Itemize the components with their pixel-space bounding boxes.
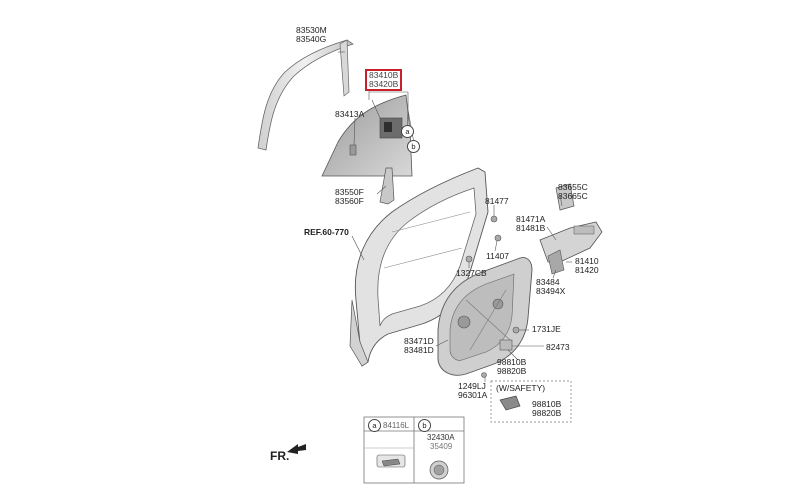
- window-run-channel: [257, 39, 354, 151]
- part-number: 83413A: [335, 109, 365, 119]
- highlighted-part-83410b[interactable]: 83410B 83420B: [365, 69, 403, 91]
- legend-key-b: b: [418, 419, 431, 432]
- part-number: 83540G: [296, 34, 327, 44]
- label-81477: 81477: [485, 196, 509, 206]
- callout-a: a: [401, 125, 414, 138]
- part-number: 98810B: [497, 357, 527, 367]
- part-number: 98810B: [532, 399, 562, 409]
- door-latch: [555, 183, 575, 211]
- label-83413a: 83413A: [335, 110, 364, 119]
- part-number: 83655C: [558, 182, 588, 192]
- label-83471d: 83471D 83481D: [404, 337, 434, 355]
- part-number: 83484: [536, 277, 560, 287]
- safety-box: [490, 380, 572, 423]
- door-handle-assembly: [539, 221, 603, 275]
- label-83530m: 83530M 83540G: [296, 26, 327, 44]
- legend-part-b1: 32430A: [427, 433, 455, 442]
- part-number: 83420B: [369, 79, 399, 89]
- delta-channel: [379, 167, 395, 205]
- part-number: 83494X: [536, 286, 566, 296]
- legend-key-a: a: [368, 419, 381, 432]
- front-direction-label: FR.: [270, 449, 290, 463]
- part-number: 98820B: [532, 408, 562, 418]
- fasteners: [465, 215, 520, 378]
- label-11407: 11407: [486, 251, 510, 261]
- part-number: 83471D: [404, 336, 434, 346]
- legend-part-b2: 35409: [430, 442, 453, 451]
- part-number: 83481D: [404, 345, 434, 355]
- label-1249lj: 1249LJ 96301A: [458, 382, 487, 400]
- part-number: 81420: [575, 265, 599, 275]
- label-81471a: 81471A 81481B: [516, 215, 545, 233]
- door-glass: [321, 94, 413, 177]
- callout-b: b: [407, 140, 420, 153]
- part-number: 83560F: [335, 196, 364, 206]
- glass-holder-part: [349, 144, 357, 156]
- part-number: 1249LJ: [458, 381, 486, 391]
- part-number: 81471A: [516, 214, 546, 224]
- part-number: 96301A: [458, 390, 488, 400]
- label-82473: 82473: [546, 342, 570, 352]
- label-98810b: 98810B 98820B: [497, 358, 526, 376]
- legend-part-a: 84116L: [383, 421, 410, 430]
- safety-label: (W/SAFETY): [496, 383, 546, 393]
- part-number: 81481B: [516, 223, 546, 233]
- part-number: 83550F: [335, 187, 364, 197]
- label-81410: 81410 81420: [575, 257, 599, 275]
- safety-module-part: [499, 395, 521, 411]
- label-1731je: 1731JE: [532, 324, 561, 334]
- label-1327cb: 1327CB: [456, 268, 487, 278]
- label-83550f: 83550F 83560F: [335, 188, 364, 206]
- label-83655c: 83655C 83665C: [558, 183, 588, 201]
- label-83484: 83484 83494X: [536, 278, 565, 296]
- door-frame: [349, 167, 489, 367]
- legend-table: [363, 416, 465, 484]
- part-number: 98820B: [497, 366, 527, 376]
- part-number: 81410: [575, 256, 599, 266]
- part-number: 83410B: [369, 70, 399, 80]
- reference-label: REF.60-770: [304, 227, 349, 237]
- part-number: 83665C: [558, 191, 588, 201]
- label-98810b-safety: 98810B 98820B: [532, 400, 561, 418]
- front-direction-arrow-icon: [287, 444, 306, 454]
- part-number: 83530M: [296, 25, 327, 35]
